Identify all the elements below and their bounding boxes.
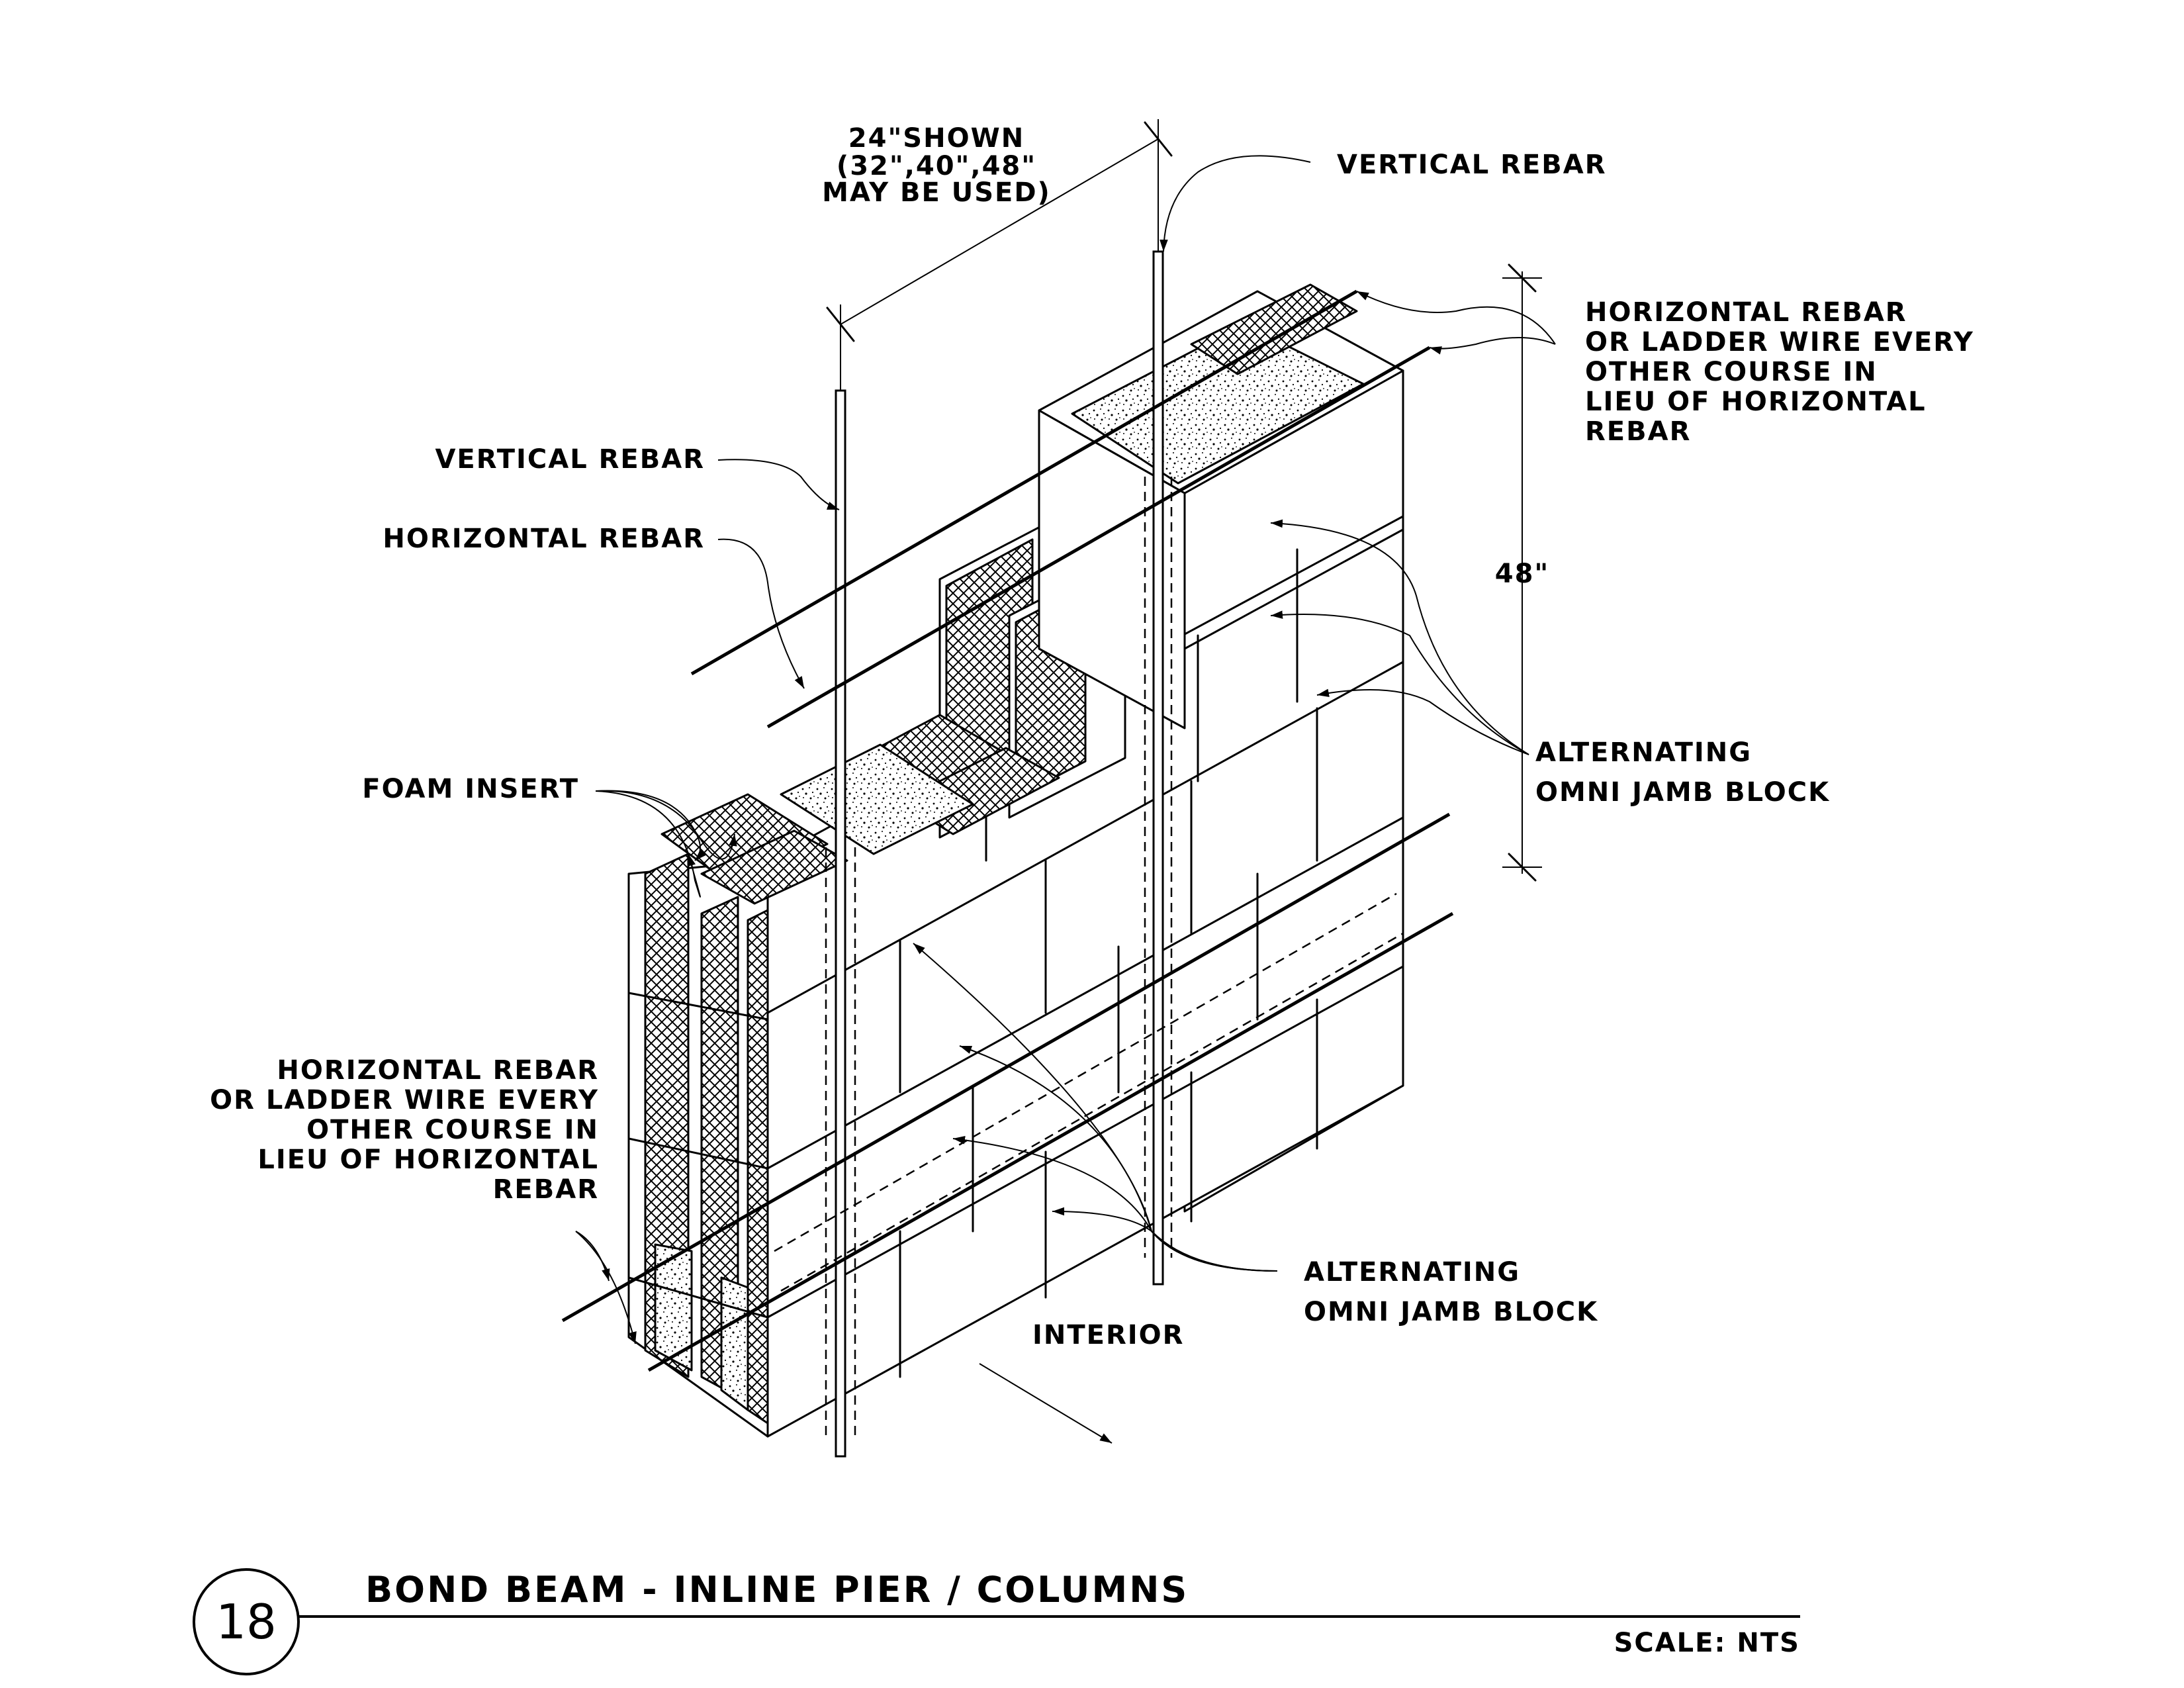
title-block: 18 BOND BEAM - INLINE PIER / COLUMNS SCA… [193,1568,1800,1675]
horiz-rebar-ladder-left-line-3: OTHER COURSE IN [306,1115,599,1145]
callouts: VERTICAL REBAR HORIZONTAL REBAR OR LADDE… [210,150,1974,1350]
foam-insert-label: FOAM INSERT [362,774,579,804]
dimension-height: 48" [1495,263,1550,882]
vertical-rebar-top-label: VERTICAL REBAR [1337,150,1607,180]
horiz-rebar-ladder-left-line-4: LIEU OF HORIZONTAL [257,1145,599,1175]
dim-spacing-line-3: MAY BE USED) [822,177,1051,208]
horizontal-rebar-bottom [561,812,1454,1372]
horiz-rebar-ladder-top-line-4: LIEU OF HORIZONTAL [1585,387,1927,417]
horiz-rebar-ladder-top-line-2: OR LADDER WIRE EVERY [1585,327,1974,357]
detail-title: BOND BEAM - INLINE PIER / COLUMNS [365,1569,1189,1611]
dim-spacing-line-1: 24"SHOWN [848,123,1024,154]
omni-jamb-lower-line-1: ALTERNATING [1304,1257,1520,1288]
horizontal-rebar-top [690,289,1431,729]
horiz-rebar-ladder-top-line-5: REBAR [1585,416,1691,447]
vertical-rebar-left-label: VERTICAL REBAR [435,444,705,475]
horiz-rebar-ladder-left-line-2: OR LADDER WIRE EVERY [210,1085,599,1115]
horiz-rebar-ladder-top-line-3: OTHER COURSE IN [1585,357,1878,387]
scale-label: SCALE: NTS [1614,1628,1800,1658]
detail-number-bubble [193,1568,300,1675]
horiz-rebar-ladder-left-line-5: REBAR [493,1174,599,1205]
dim-spacing-line-2: (32",40",48" [837,151,1036,181]
dimension-spacing: 24"SHOWN (32",40",48" MAY BE USED) [822,119,1173,391]
omni-jamb-upper-line-2: OMNI JAMB BLOCK [1535,777,1830,808]
interior-label: INTERIOR [1032,1320,1184,1350]
leaders [575,155,1556,1444]
detail-number: 18 [216,1594,277,1650]
vertical-rebar-right [1144,250,1173,1286]
cmu-wall [627,283,1404,1438]
horizontal-rebar-left-label: HORIZONTAL REBAR [383,524,705,554]
omni-jamb-lower-line-2: OMNI JAMB BLOCK [1304,1297,1598,1327]
horiz-rebar-ladder-top-line-1: HORIZONTAL REBAR [1585,297,1907,328]
omni-jamb-upper-line-1: ALTERNATING [1535,737,1752,768]
dim-height-label: 48" [1495,559,1550,589]
horiz-rebar-ladder-left-line-1: HORIZONTAL REBAR [277,1055,599,1086]
